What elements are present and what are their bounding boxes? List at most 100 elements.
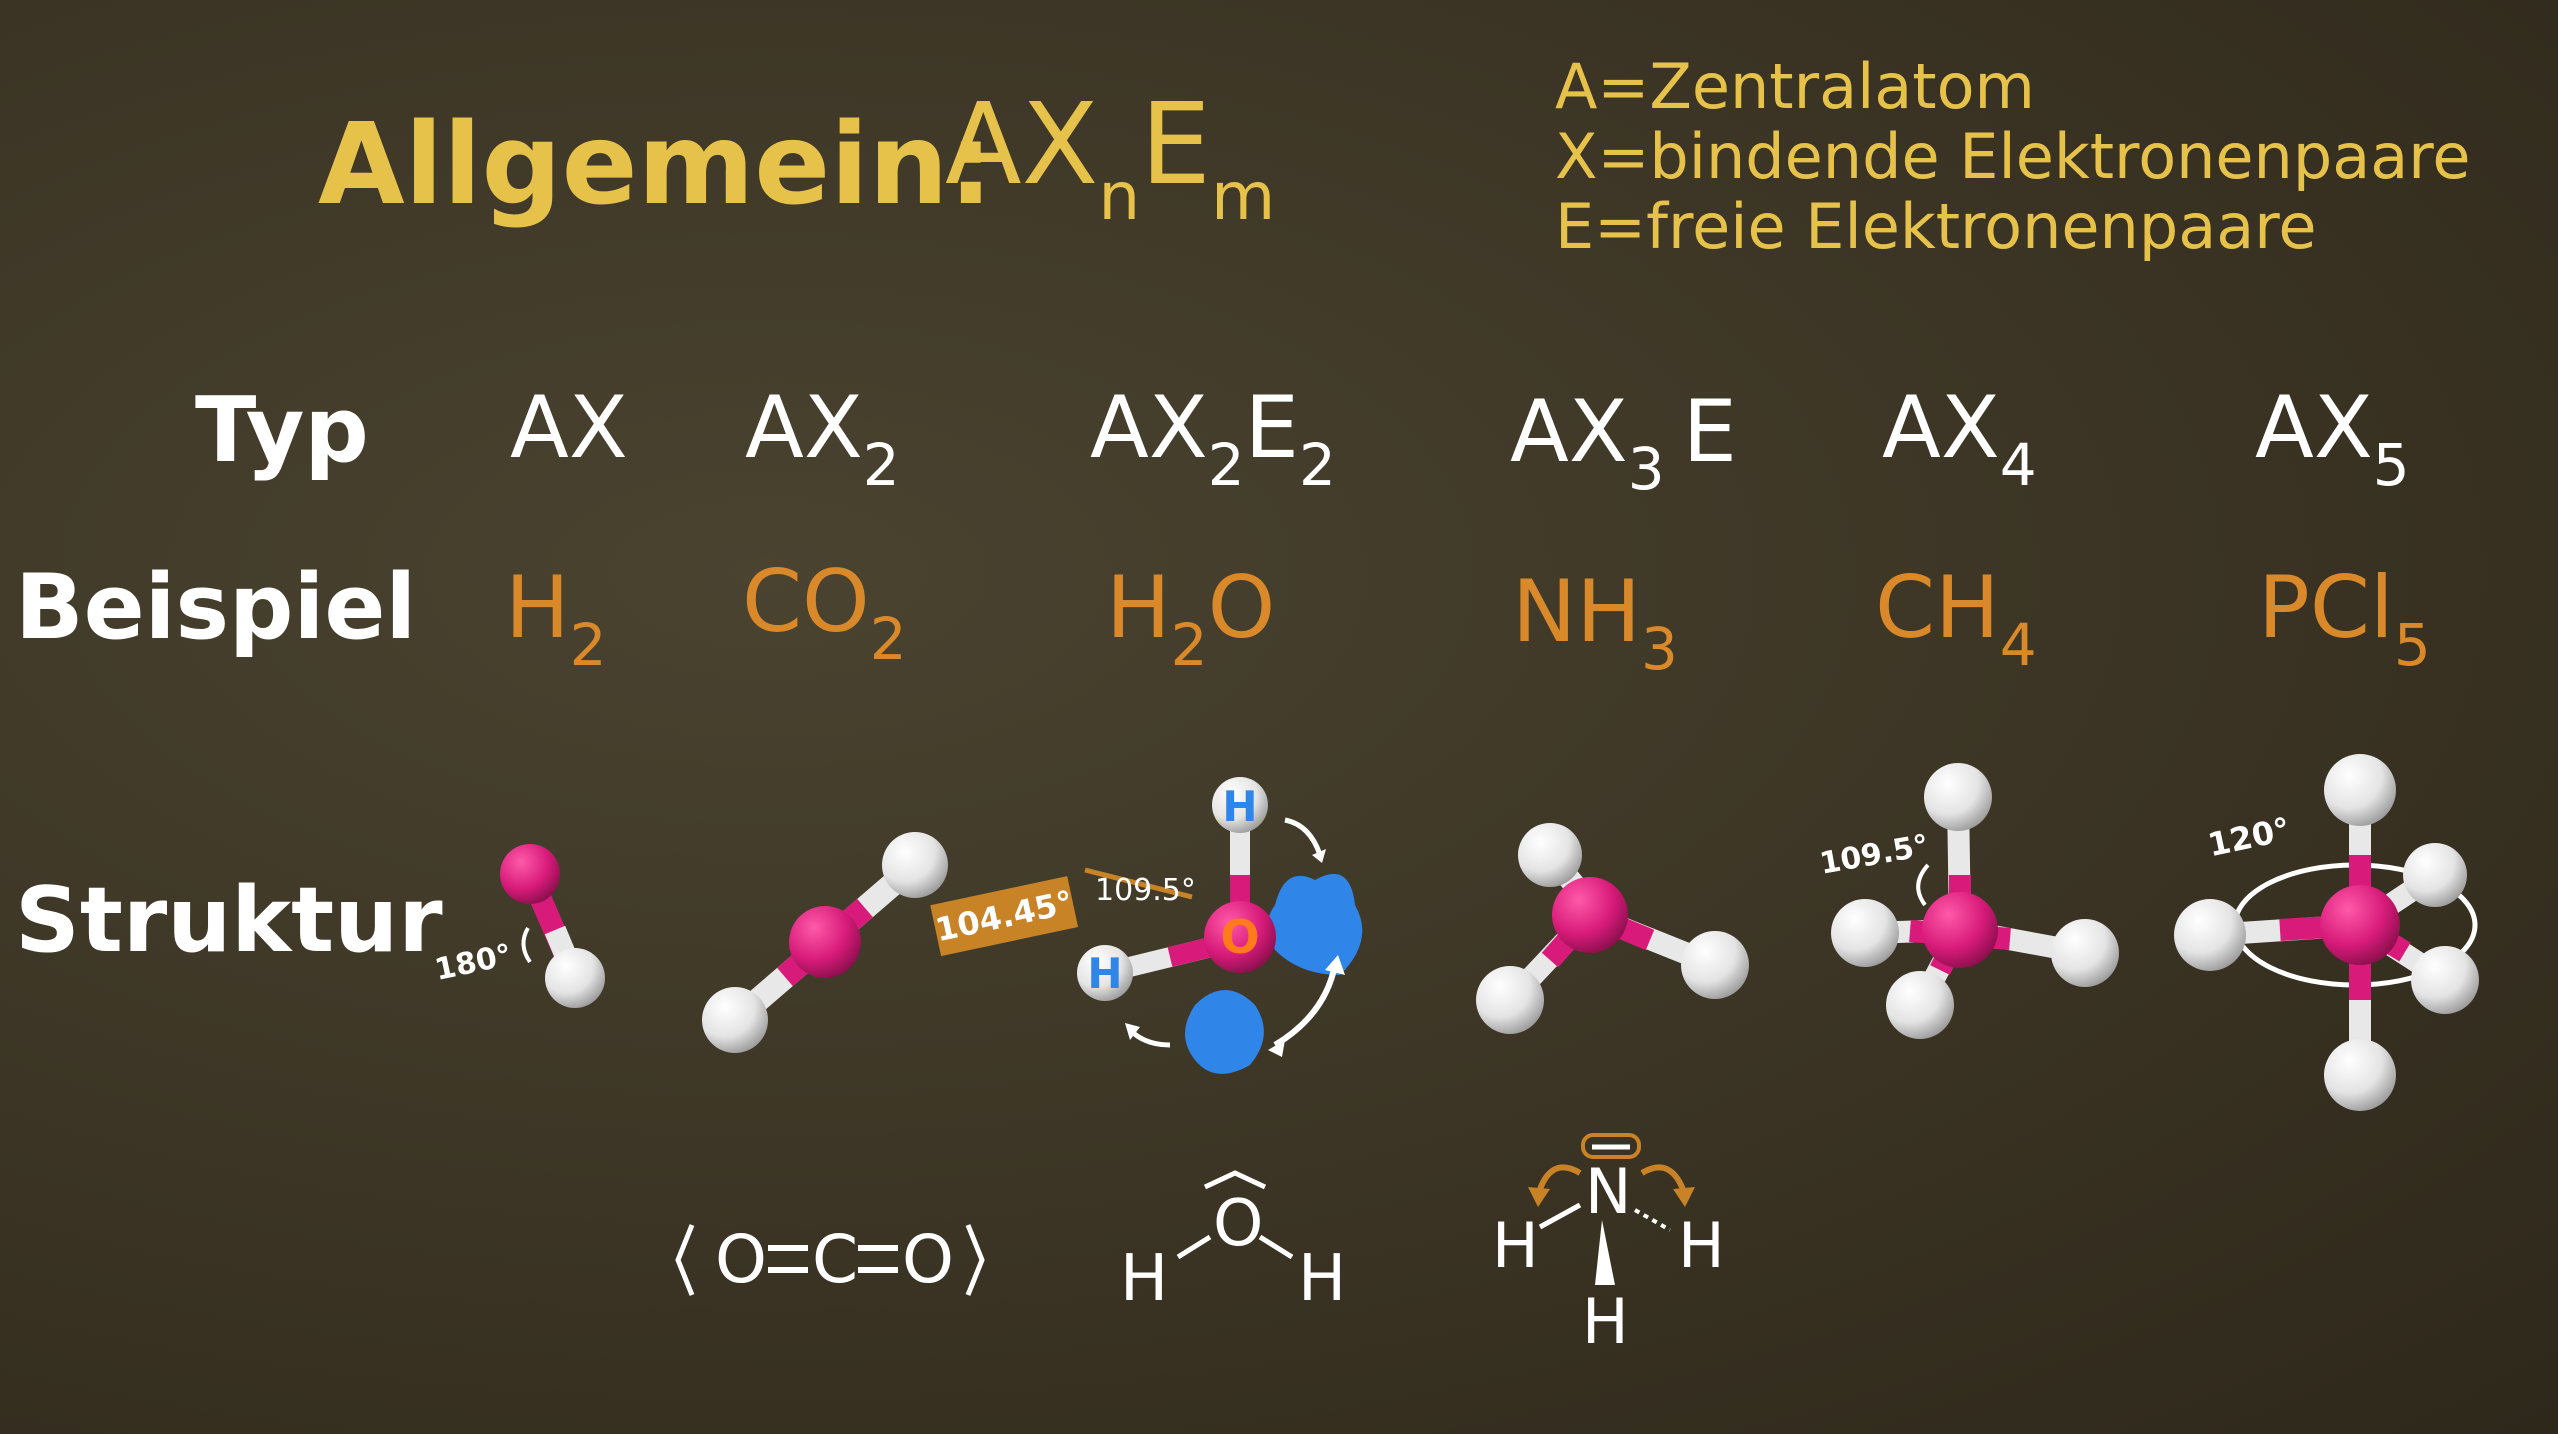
type-sub: 4: [1999, 431, 2037, 499]
atom-h: [500, 844, 560, 904]
angle-arc: [521, 926, 532, 964]
lone-pair-bracket: [675, 1224, 695, 1296]
lewis-co2: O C O: [675, 1221, 985, 1298]
angle-label: 120°: [2205, 810, 2294, 864]
row-label-beispiel: Beispiel: [15, 555, 417, 660]
single-bond: [1538, 1202, 1582, 1230]
example-co2: CO2: [742, 552, 907, 673]
rotation-arrow-head: [1325, 955, 1345, 975]
rotation-arrow: [1284, 817, 1323, 856]
lone-pair-arrow-head: [1528, 1187, 1550, 1207]
type-ax2: AX2: [745, 378, 900, 499]
type-base: AX: [1882, 378, 2000, 478]
example-sub: 2: [1170, 611, 1208, 679]
lone-pair-bar: [1203, 1170, 1267, 1190]
lone-pair-arrow-head: [1673, 1187, 1695, 1207]
angle-label: 180°: [432, 938, 515, 988]
lone-pair-highlight: [1581, 1133, 1641, 1159]
lewis-c: C: [812, 1221, 858, 1298]
type-sub: 5: [2372, 431, 2410, 499]
type-ax: AX: [510, 378, 628, 478]
example-base: PCl: [2258, 558, 2394, 658]
atom-o: [702, 987, 768, 1053]
example-nh3: NH3: [1512, 562, 1678, 683]
formula-e: E: [1140, 80, 1211, 210]
type-sub: 2: [1207, 431, 1245, 499]
wedge-bond: [1595, 1220, 1615, 1285]
atom-cl: [2324, 754, 2396, 826]
type-base: AX: [2255, 378, 2373, 478]
example-ch4: CH4: [1875, 558, 2037, 679]
rotation-arrow-head: [1125, 1023, 1140, 1040]
type-base: AX: [510, 378, 628, 478]
angle-box: [930, 876, 1079, 957]
atom-o: [882, 832, 948, 898]
lewis-n: N: [1585, 1155, 1631, 1228]
lewis-nh3: N H H H: [1492, 1133, 1725, 1358]
legend-line-a: A=Zentralatom: [1555, 50, 2035, 123]
rotation-arrow: [1128, 1028, 1171, 1048]
type-base-e: E: [1244, 378, 1299, 478]
lewis-h: H: [1582, 1285, 1629, 1358]
atom-h: [1518, 823, 1582, 887]
example-sub: 5: [2393, 611, 2431, 679]
atom-o: [1204, 901, 1276, 973]
atom-p: [2320, 885, 2400, 965]
example-sub: 4: [1999, 611, 2037, 679]
lewis-h: H: [1492, 1209, 1539, 1282]
atom-h: [1886, 971, 1954, 1039]
molecule-ch4: 109.5°: [1817, 763, 2119, 1039]
molecule-pcl5: 120°: [2174, 754, 2479, 1111]
molecule-nh3: [1476, 823, 1749, 1034]
legend-line-x: X=bindende Elektronenpaare: [1555, 120, 2471, 193]
example-base: CH: [1875, 558, 2000, 658]
molecule-h2: 180°: [432, 844, 605, 1008]
type-ax2e2: AX2E2: [1090, 378, 1336, 499]
type-ax5: AX5: [2255, 378, 2410, 499]
angle-label-box: 104.45°: [930, 876, 1079, 957]
atom-h: [1831, 899, 1899, 967]
atom-h: [1077, 945, 1133, 1001]
row-label-struktur: Struktur: [15, 868, 443, 973]
example-sub: 2: [569, 611, 607, 679]
type-base: AX: [1090, 378, 1208, 478]
rotation-arrow-head: [1268, 1040, 1285, 1057]
lewis-o: O: [902, 1221, 954, 1298]
atom-o-label: O: [1220, 910, 1259, 964]
example-base: H: [1106, 558, 1171, 658]
example-sub: 3: [1641, 615, 1678, 683]
type-base-e: E: [1682, 382, 1737, 482]
molecule-h2o: O H H 109.5° 104.45°: [930, 777, 1363, 1074]
atom-h-label: H: [1222, 782, 1257, 831]
example-sub: 2: [869, 605, 907, 673]
legend: A=Zentralatom X=bindende Elektronenpaare…: [1555, 52, 2470, 262]
atom-cl: [2174, 899, 2246, 971]
example-h2: H2: [505, 558, 607, 679]
lone-pair-bracket: [965, 1224, 985, 1296]
atom-h-label: H: [1087, 949, 1122, 998]
legend-line-e: E=freie Elektronenpaare: [1555, 190, 2317, 263]
atom-h: [1924, 763, 1992, 831]
row-label-typ: Typ: [195, 378, 369, 483]
example-tail: O: [1207, 558, 1276, 658]
atom-h: [1681, 931, 1749, 999]
atom-c: [789, 906, 861, 978]
example-base: NH: [1512, 562, 1641, 662]
lewis-o: O: [1213, 1187, 1263, 1261]
atom-n: [1552, 877, 1628, 953]
lewis-h: H: [1678, 1209, 1725, 1282]
formula-sub-m: m: [1210, 158, 1276, 235]
type-sub-e: 2: [1299, 431, 1336, 499]
lone-pair-lobe: [1185, 990, 1264, 1074]
lone-pair-lobe: [1267, 873, 1363, 975]
lewis-h: H: [1120, 1242, 1168, 1316]
general-formula: AXnEm: [945, 80, 1275, 235]
type-base: AX: [1510, 382, 1628, 482]
atom-h: [545, 948, 605, 1008]
angle-arc: [1916, 863, 1930, 907]
formula-sub-n: n: [1098, 158, 1141, 235]
example-base: CO: [742, 552, 870, 652]
type-ax4: AX4: [1882, 378, 2037, 499]
